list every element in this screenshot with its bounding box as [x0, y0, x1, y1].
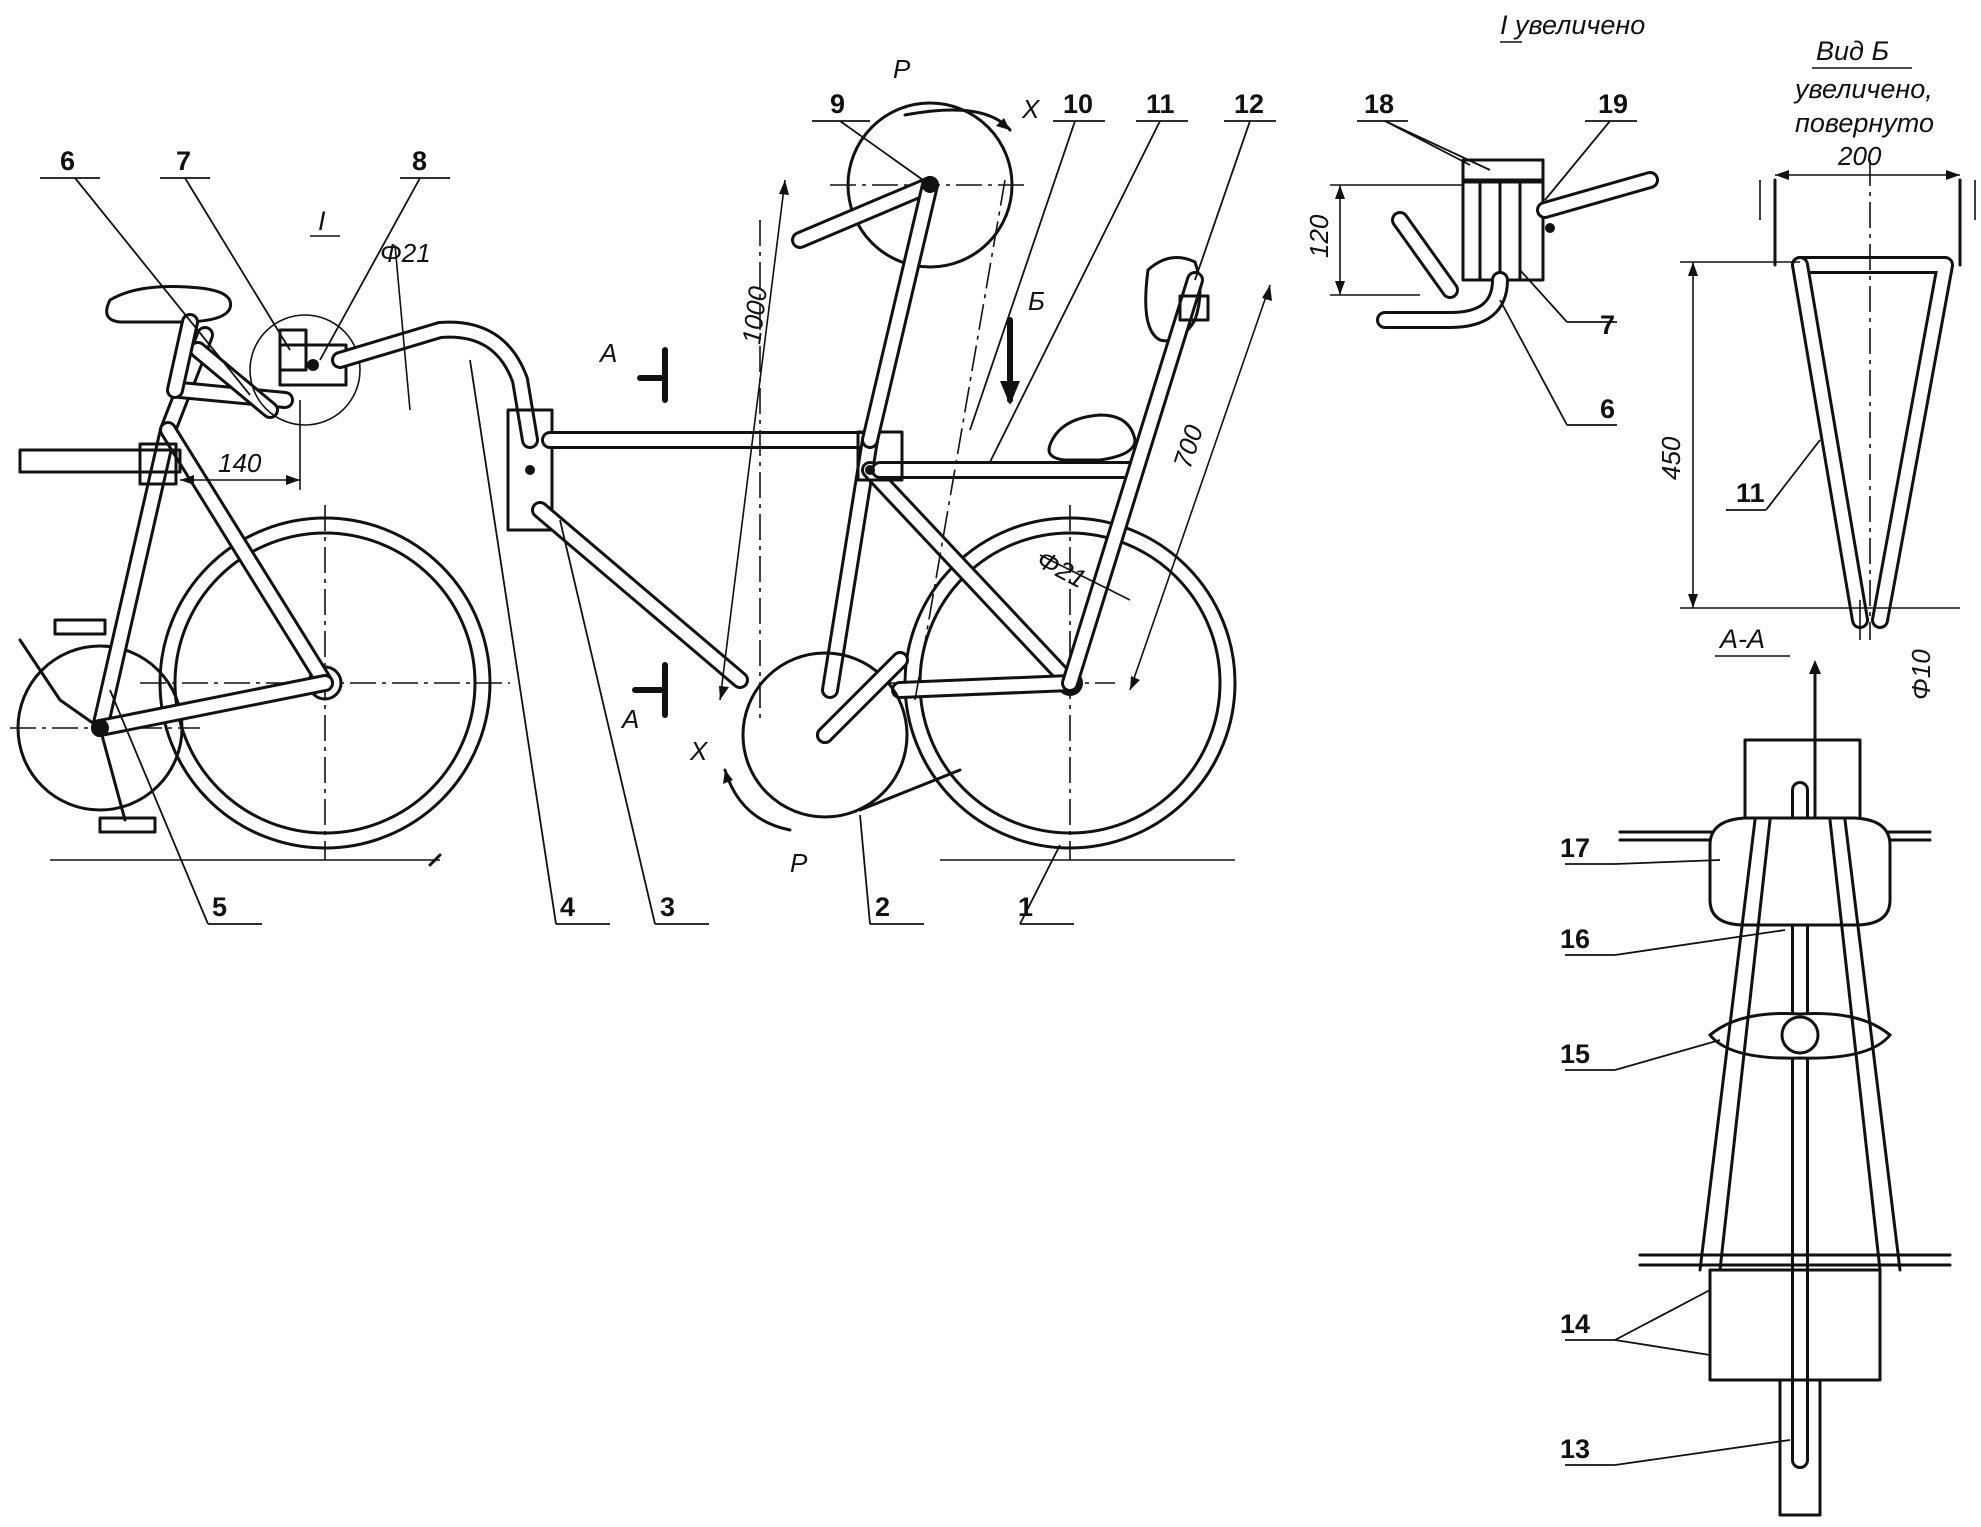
detail-callout-6: 6	[1600, 394, 1615, 424]
label-p-bottom: Р	[790, 848, 808, 878]
callout-11: 11	[1146, 89, 1175, 119]
detail-i-circle	[249, 314, 361, 426]
callout-19: 19	[1598, 89, 1628, 119]
dim-phi10: Φ10	[1906, 649, 1936, 700]
callout-10: 10	[1063, 89, 1093, 119]
view-b-callout-11: 11	[1736, 478, 1765, 508]
detail-callout-7: 7	[1600, 310, 1615, 340]
section-a-a-label: А-А	[1718, 624, 1765, 654]
callout-9: 9	[830, 89, 845, 119]
arrow-a-bottom: А	[620, 704, 639, 734]
callout-1: 1	[1018, 892, 1033, 922]
detail-marker-i: I	[318, 206, 326, 236]
callout-14: 14	[1560, 1309, 1590, 1339]
callout-3: 3	[660, 892, 675, 922]
view-b-title-line1: Вид Б	[1816, 36, 1889, 66]
dim-120: 120	[1304, 214, 1334, 258]
front-drive-sprocket-9	[791, 101, 1030, 449]
label-p-top: Р	[893, 54, 911, 84]
rear-saddle-and-backrest	[1047, 256, 1210, 692]
arrow-b: Б	[1028, 286, 1045, 316]
callout-15: 15	[1560, 1039, 1590, 1069]
dim-140: 140	[218, 448, 262, 478]
callout-12: 12	[1234, 89, 1264, 119]
callout-8: 8	[412, 146, 427, 176]
detail-title: I увеличено	[1500, 10, 1645, 40]
label-x-bottom: Х	[689, 736, 709, 766]
front-frame	[18, 326, 334, 834]
callout-18: 18	[1364, 89, 1394, 119]
callout-4: 4	[560, 892, 575, 922]
front-saddle	[105, 285, 233, 399]
label-x-top: Х	[1021, 94, 1041, 124]
view-b	[1680, 160, 1976, 640]
callout-numbers: 1 2 3 4 5 6 7 8 9 10 11 12 13 14 15 16 1…	[60, 89, 1765, 1464]
callout-2: 2	[875, 892, 890, 922]
arrow-a-top: А	[598, 338, 617, 368]
callout-leaders	[40, 120, 1276, 925]
view-b-title-line2: увеличено,	[1793, 74, 1933, 104]
dim-450: 450	[1656, 436, 1686, 480]
view-labels: I I увеличено Вид Б увеличено, повернуто…	[310, 10, 1934, 878]
dim-phi21-top: Φ21	[380, 238, 431, 268]
detail-i-view	[1330, 120, 1659, 426]
dim-700: 700	[1167, 421, 1209, 472]
callout-13: 13	[1560, 1434, 1590, 1464]
callout-17: 17	[1560, 833, 1590, 863]
callout-6: 6	[60, 146, 75, 176]
dim-200: 200	[1837, 141, 1882, 171]
callout-7: 7	[176, 146, 191, 176]
callout-5: 5	[212, 892, 227, 922]
dim-phi21-rear: Φ21	[1032, 544, 1091, 594]
view-b-title-line3: повернуто	[1795, 108, 1934, 138]
dim-1000: 1000	[736, 284, 773, 346]
callout-16: 16	[1560, 924, 1590, 954]
dimension-lines	[50, 108, 1272, 867]
section-a-a-view	[1565, 660, 1952, 1517]
rear-frame	[531, 430, 1139, 699]
rear-drive-sprocket-2	[741, 179, 1006, 819]
coupling-tube-4	[331, 320, 554, 532]
